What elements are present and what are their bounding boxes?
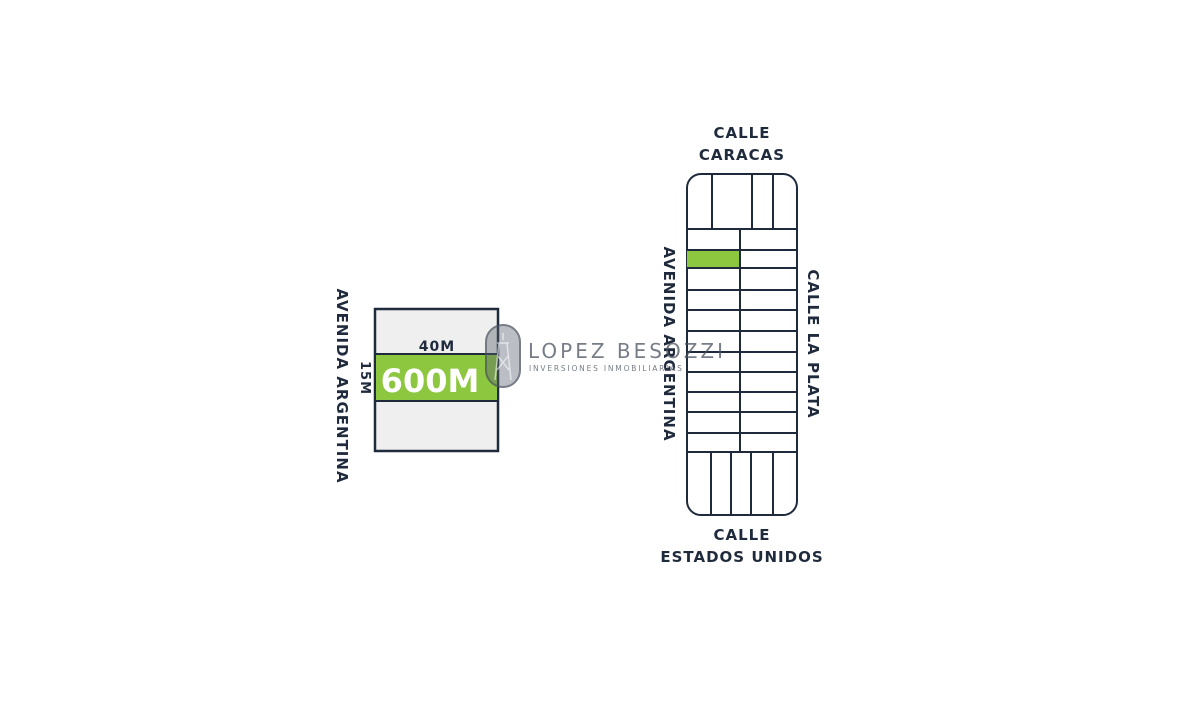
width-label: 40M bbox=[419, 339, 455, 355]
street-label-top-1: CALLE bbox=[714, 124, 771, 142]
street-label-bottom-2: ESTADOS UNIDOS bbox=[660, 548, 823, 566]
watermark-logo-icon bbox=[485, 324, 521, 388]
lot-detail: 40M 600M 15M AVENIDA ARGENTINA bbox=[333, 288, 500, 484]
area-label: 600M bbox=[381, 362, 480, 400]
street-label-bottom-1: CALLE bbox=[714, 526, 771, 544]
selected-lot-in-block bbox=[687, 250, 740, 268]
street-label-top-2: CARACAS bbox=[699, 146, 785, 164]
watermark-brand: LOPEZ BESOZZI bbox=[528, 339, 726, 363]
block-outline bbox=[686, 173, 798, 516]
street-label-right: CALLE LA PLATA bbox=[804, 269, 822, 418]
selected-lot bbox=[374, 353, 499, 402]
watermark: LOPEZ BESOZZI INVERSIONES INMOBILIARIAS bbox=[485, 324, 726, 388]
watermark-tagline: INVERSIONES INMOBILIARIAS bbox=[529, 364, 684, 373]
street-label-left-detail: AVENIDA ARGENTINA bbox=[333, 288, 351, 483]
block-map bbox=[686, 173, 798, 516]
tower-icon bbox=[494, 333, 512, 381]
depth-label: 15M bbox=[357, 361, 372, 395]
street-label-left: AVENIDA ARGENTINA bbox=[660, 246, 678, 441]
